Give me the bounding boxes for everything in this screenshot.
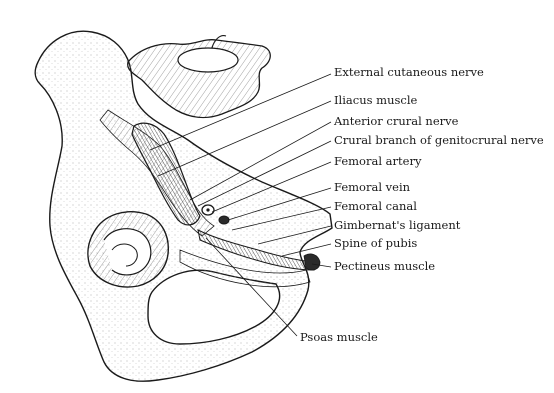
label-anterior-crural-nerve: Anterior crural nerve xyxy=(334,115,458,128)
label-spine-of-pubis: Spine of pubis xyxy=(334,237,417,250)
label-crural-branch-genitocrural-nerve: Crural branch of genitocrural nerve xyxy=(334,134,544,147)
vertebral-body xyxy=(178,48,238,72)
label-psoas-muscle: Psoas muscle xyxy=(300,331,378,344)
femoral-vein-shape xyxy=(219,216,229,224)
label-gimbernats-ligament: Gimbernat's ligament xyxy=(334,219,460,232)
label-external-cutaneous-nerve: External cutaneous nerve xyxy=(334,66,484,79)
label-iliacus-muscle: Iliacus muscle xyxy=(334,94,417,107)
label-femoral-vein: Femoral vein xyxy=(334,181,410,194)
label-femoral-artery: Femoral artery xyxy=(334,155,421,168)
label-femoral-canal: Femoral canal xyxy=(334,200,417,213)
label-pectineus-muscle: Pectineus muscle xyxy=(334,260,435,273)
pubic-spine-shape xyxy=(304,254,320,270)
